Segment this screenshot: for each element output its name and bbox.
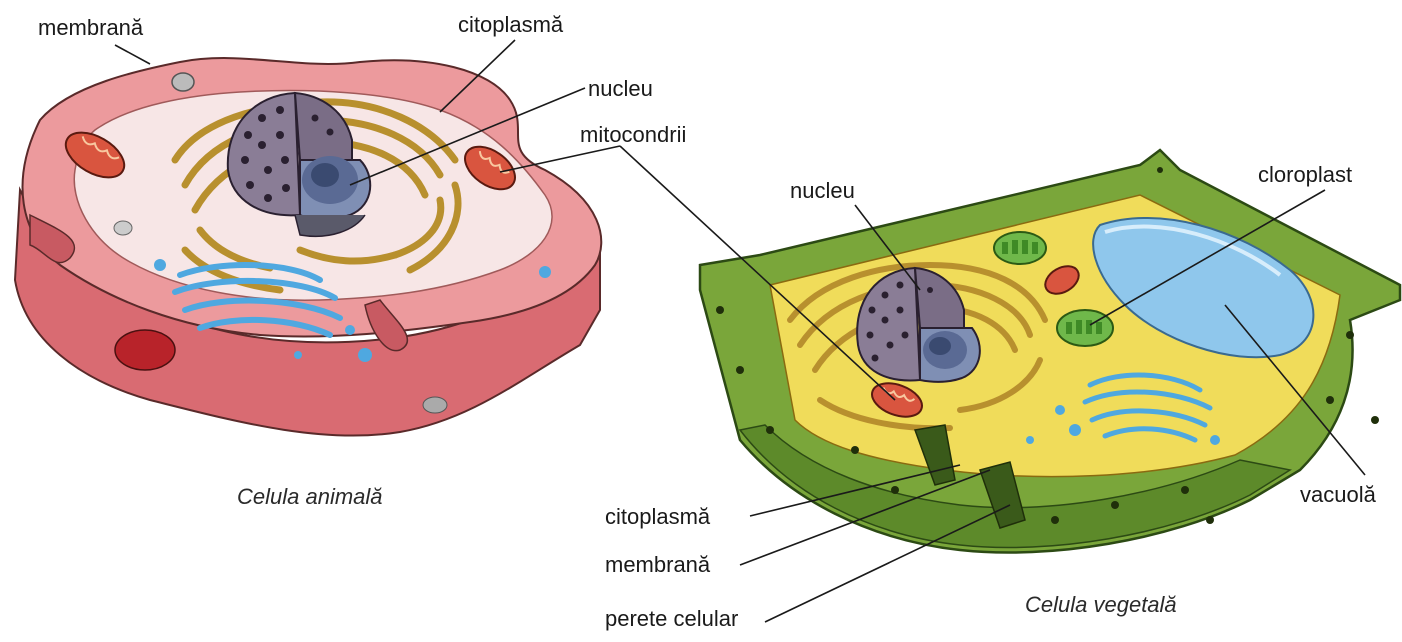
animal-cell-vesicle xyxy=(115,330,175,370)
lysosome xyxy=(114,221,132,235)
label-animal-cytoplasm: citoplasmă xyxy=(458,14,563,36)
label-cell-wall: perete celular xyxy=(605,608,738,630)
plant-cell xyxy=(700,150,1400,553)
caption-animal-cell: Celula animală xyxy=(237,486,383,508)
caption-plant-cell: Celula vegetală xyxy=(1025,594,1177,616)
label-plant-membrane: membrană xyxy=(605,554,710,576)
animal-cell xyxy=(15,58,601,436)
label-plant-cytoplasm: citoplasmă xyxy=(605,506,710,528)
lysosome xyxy=(423,397,447,413)
label-chloroplast: cloroplast xyxy=(1258,164,1352,186)
label-vacuole: vacuolă xyxy=(1300,484,1376,506)
label-plant-nucleus: nucleu xyxy=(790,180,855,202)
lysosome xyxy=(172,73,194,91)
plant-chloroplast xyxy=(994,232,1046,264)
plant-chloroplast xyxy=(1057,310,1113,346)
label-animal-nucleus: nucleu xyxy=(588,78,653,100)
label-mitochondria: mitocondrii xyxy=(580,124,686,146)
label-animal-membrane: membrană xyxy=(38,17,143,39)
